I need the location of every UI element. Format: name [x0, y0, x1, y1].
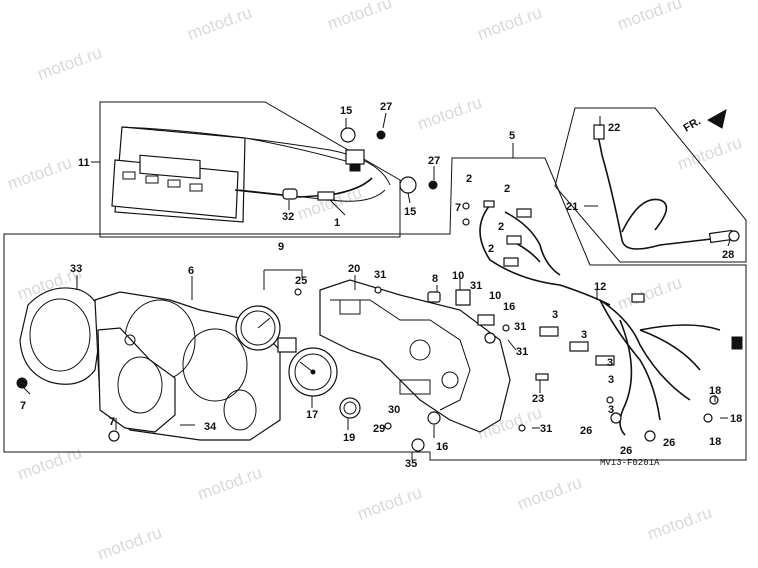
watermark-layer: motod.ru motod.ru motod.ru motod.ru moto…	[5, 0, 745, 564]
callout-2: 2	[504, 183, 510, 195]
upper-right-frame	[554, 107, 747, 263]
tachometer-part	[235, 269, 303, 353]
callout-3: 3	[608, 404, 614, 416]
cluster-housing-part	[111, 126, 391, 223]
callout-25: 25	[295, 275, 307, 287]
callout-3: 3	[552, 309, 558, 321]
callout-26: 26	[580, 425, 592, 437]
callout-10: 10	[489, 290, 501, 302]
main-frame	[3, 157, 747, 461]
callout-5: 5	[509, 130, 515, 142]
watermark: motod.ru	[355, 483, 425, 524]
speedometer-cable-part	[593, 124, 740, 250]
front-label: FR.	[682, 115, 703, 134]
watermark: motod.ru	[325, 0, 395, 34]
front-direction-marker: FR.	[682, 109, 727, 135]
watermark: motod.ru	[615, 273, 685, 314]
watermark: motod.ru	[515, 473, 585, 514]
callout-numbers: 11 15 27 27 15 32 1 5 22 21 28 2 2 2 2 7…	[20, 101, 742, 470]
hardware-parts	[108, 202, 614, 452]
callout-21: 21	[566, 201, 578, 213]
callout-15: 15	[404, 206, 416, 218]
callout-31: 31	[540, 423, 552, 435]
watermark: motod.ru	[415, 93, 485, 134]
sub-harness-part	[234, 127, 438, 201]
callout-19: 19	[343, 432, 355, 444]
callout-28: 28	[722, 249, 734, 261]
drawing-code: MV13-F0201A	[600, 458, 660, 468]
callout-18: 18	[709, 436, 721, 448]
callout-35: 35	[405, 458, 417, 470]
watermark: motod.ru	[195, 463, 265, 504]
gasket-part	[16, 287, 102, 389]
callout-16: 16	[503, 301, 515, 313]
callout-31: 31	[374, 269, 386, 281]
callout-31: 31	[514, 321, 526, 333]
callout-31: 31	[516, 346, 528, 358]
callout-11: 11	[78, 157, 90, 169]
upper-left-frame	[99, 101, 401, 238]
callout-6: 6	[188, 265, 194, 277]
watermark: motod.ru	[615, 0, 685, 34]
callout-27: 27	[428, 155, 440, 167]
callout-3: 3	[581, 329, 587, 341]
speedometer-part	[288, 347, 338, 397]
callout-9: 9	[278, 241, 284, 253]
callout-27: 27	[380, 101, 392, 113]
callout-3: 3	[608, 374, 614, 386]
main-harness-part	[479, 200, 611, 306]
callout-31: 31	[470, 280, 482, 292]
watermark: motod.ru	[35, 43, 105, 84]
callout-2: 2	[498, 221, 504, 233]
leader-lines	[23, 112, 731, 460]
watermark: motod.ru	[15, 443, 85, 484]
callout-22: 22	[608, 122, 620, 134]
callout-12: 12	[594, 281, 606, 293]
callout-32: 32	[282, 211, 294, 223]
watermark: motod.ru	[675, 133, 745, 174]
callout-2: 2	[466, 173, 472, 185]
fuel-gauge-part	[339, 397, 361, 419]
callout-7: 7	[455, 202, 461, 214]
callout-34: 34	[204, 421, 217, 433]
callout-2: 2	[488, 243, 494, 255]
meter-bracket-part	[319, 279, 511, 433]
callout-3: 3	[607, 357, 613, 369]
callout-16: 16	[436, 441, 448, 453]
lower-harness-part	[539, 293, 743, 442]
callout-7: 7	[20, 400, 26, 412]
callout-17: 17	[306, 409, 318, 421]
watermark: motod.ru	[5, 153, 75, 194]
callout-18: 18	[730, 413, 742, 425]
callout-20: 20	[348, 263, 360, 275]
callout-1: 1	[334, 217, 340, 229]
watermark: motod.ru	[185, 3, 255, 44]
callout-23: 23	[532, 393, 544, 405]
callout-33: 33	[70, 263, 82, 275]
callout-10: 10	[452, 270, 464, 282]
meter-case-part	[94, 291, 281, 441]
callout-26: 26	[663, 437, 675, 449]
callout-26: 26	[620, 445, 632, 457]
callout-18: 18	[709, 385, 721, 397]
callout-29: 29	[373, 423, 385, 435]
watermark: motod.ru	[95, 523, 165, 564]
callout-30: 30	[388, 404, 400, 416]
callout-7: 7	[109, 416, 115, 428]
watermark: motod.ru	[645, 503, 715, 544]
callout-15: 15	[340, 105, 352, 117]
callout-8: 8	[432, 273, 438, 285]
watermark: motod.ru	[475, 3, 545, 44]
